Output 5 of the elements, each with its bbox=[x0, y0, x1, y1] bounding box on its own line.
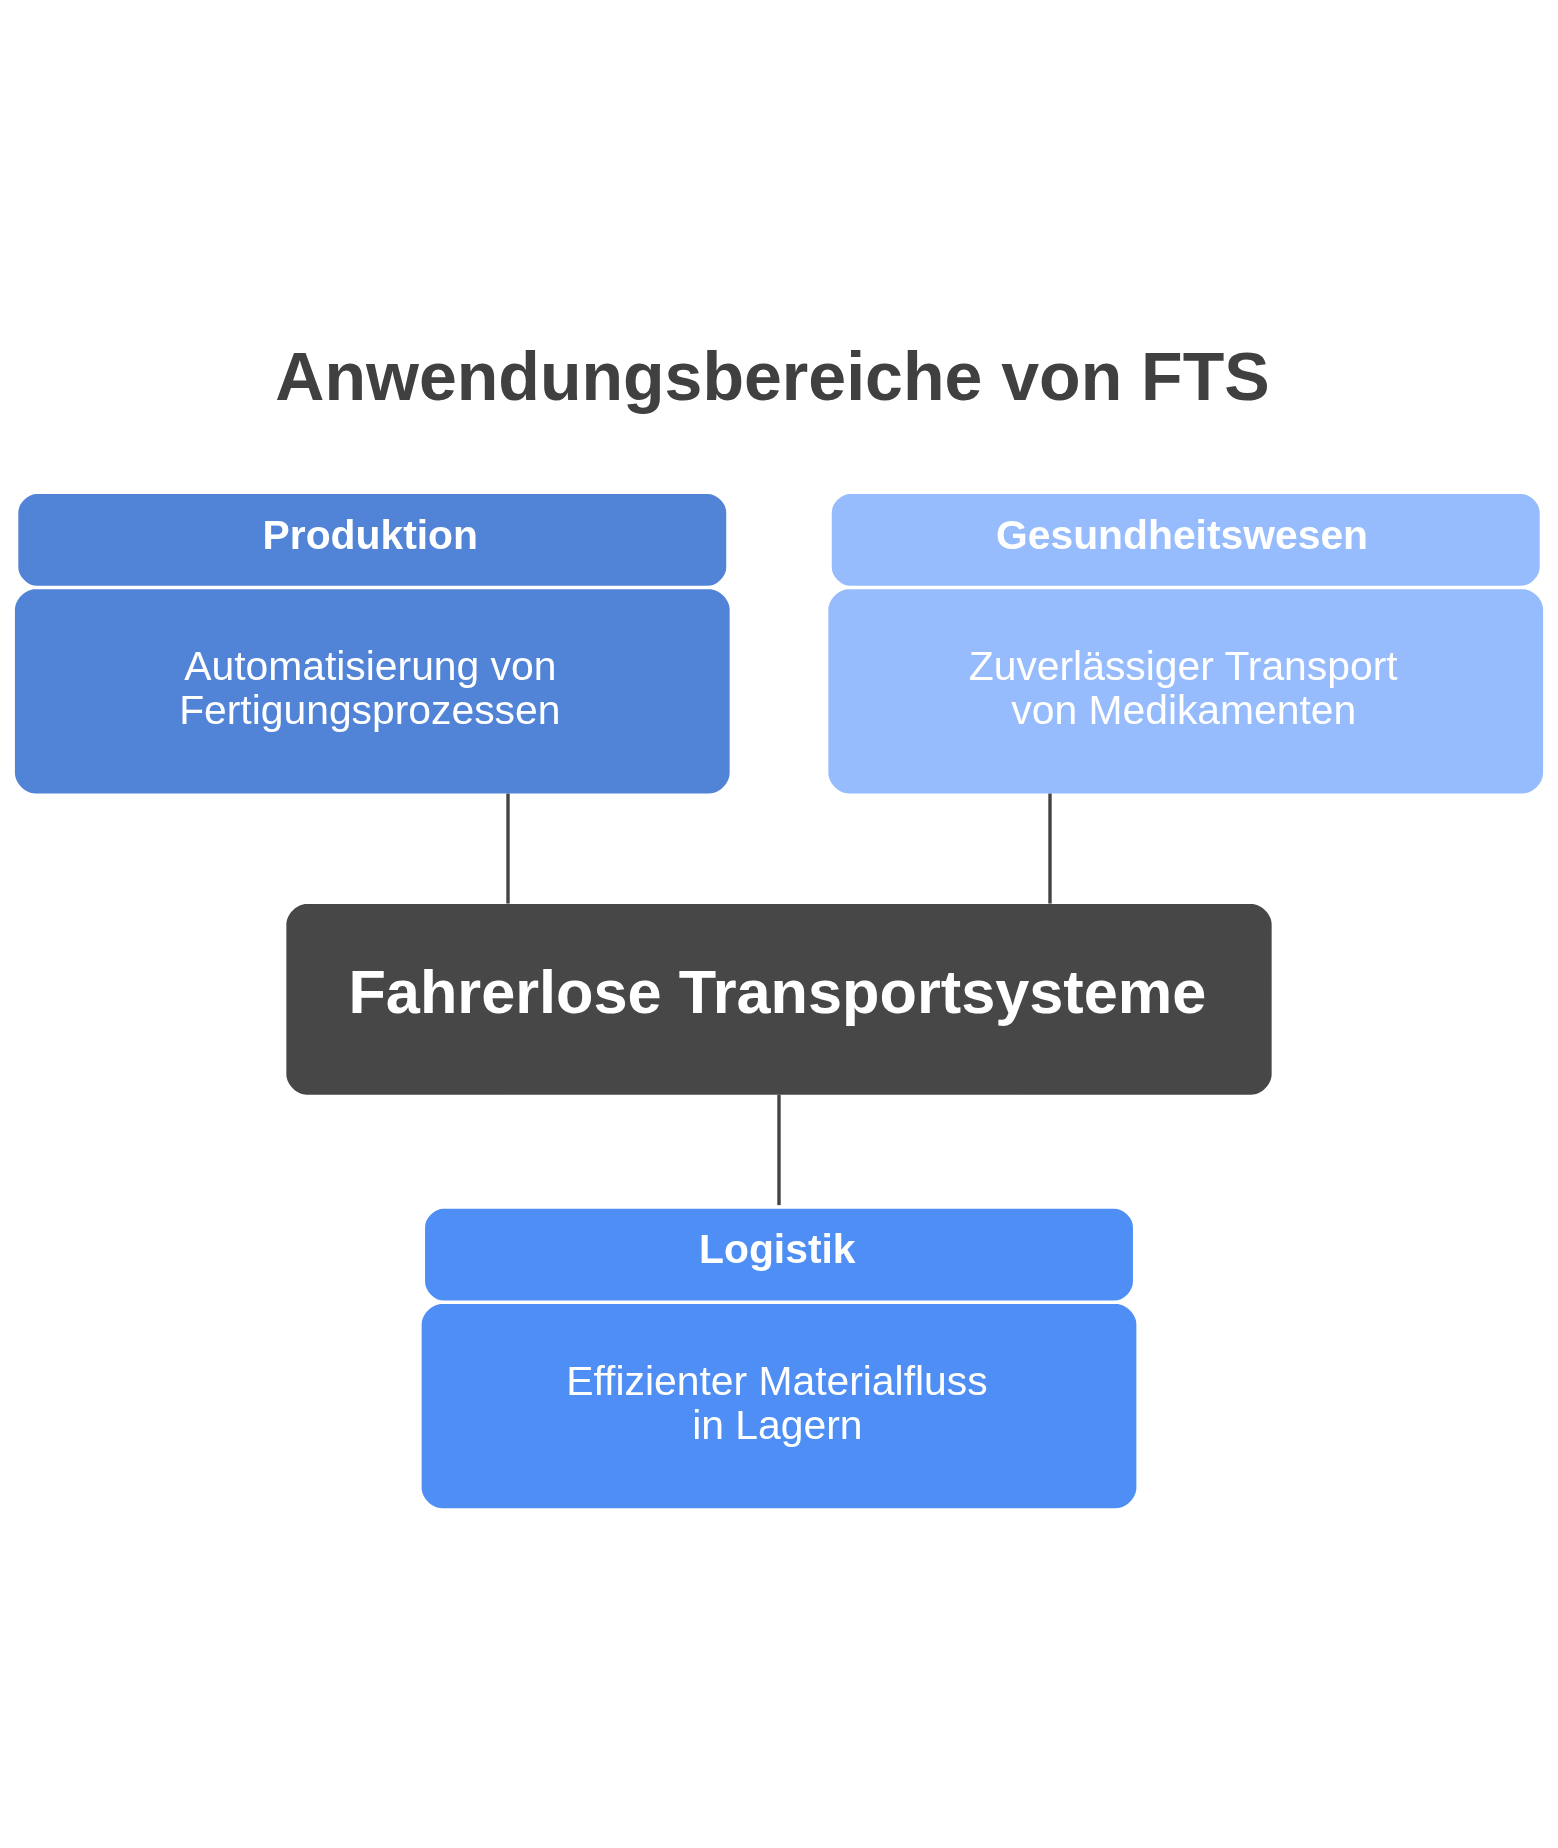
connector bbox=[506, 793, 510, 904]
diagram-title: Anwendungsbereiche von FTS bbox=[275, 337, 1270, 414]
node-box: Fahrerlose Transportsysteme bbox=[286, 903, 1272, 1095]
connector bbox=[777, 1094, 781, 1205]
connector bbox=[1048, 793, 1052, 904]
